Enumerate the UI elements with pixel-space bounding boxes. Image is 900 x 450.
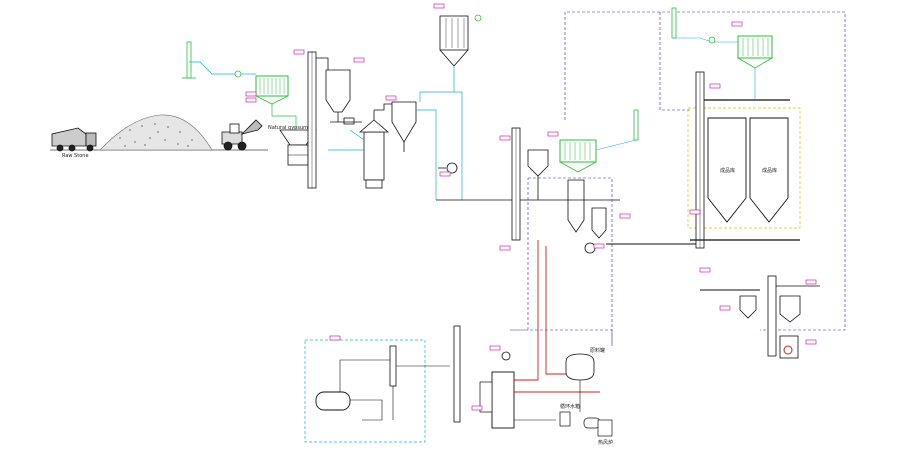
natural-gypsum-label: Natural gypsum: [268, 125, 308, 131]
wheel-loader-icon: [221, 119, 263, 151]
bag-filter-3: [671, 7, 773, 100]
tank-b-label: 循环水箱: [560, 403, 580, 410]
control-lines: [510, 329, 613, 346]
bucket-elevator-1: [307, 51, 362, 189]
mill-cyclone-group: [358, 101, 458, 189]
level-gauge-1: [186, 41, 192, 79]
stockpile-icon: [99, 114, 213, 151]
silo-left-label: 成品库: [720, 167, 735, 174]
bag-filter-2: [559, 109, 639, 173]
heat-supply-area: 原料罐 循环水箱 热风炉: [304, 240, 613, 446]
tank-a-label: 原料罐: [590, 347, 605, 354]
equipment-tags: [245, 3, 817, 411]
mill-ducts: [328, 66, 463, 200]
tank-c-label: 热风炉: [598, 439, 613, 446]
raw-material-yard: Raw Stone: [50, 114, 268, 159]
control-loop-center: [527, 11, 846, 331]
bag-house-1: [439, 14, 482, 67]
first-filter-group: Natural gypsum: [182, 41, 317, 166]
calciner-area: [511, 127, 620, 254]
raw-stone-label: Raw Stone: [62, 153, 89, 159]
bag-filter-icon: [255, 75, 289, 105]
silo-right-label: 成品库: [762, 167, 777, 174]
packing-area: [700, 275, 820, 359]
fan-icon: [234, 70, 242, 78]
finished-product-silos: 成品库 成品库: [687, 71, 801, 249]
dump-truck-icon: [51, 127, 97, 152]
